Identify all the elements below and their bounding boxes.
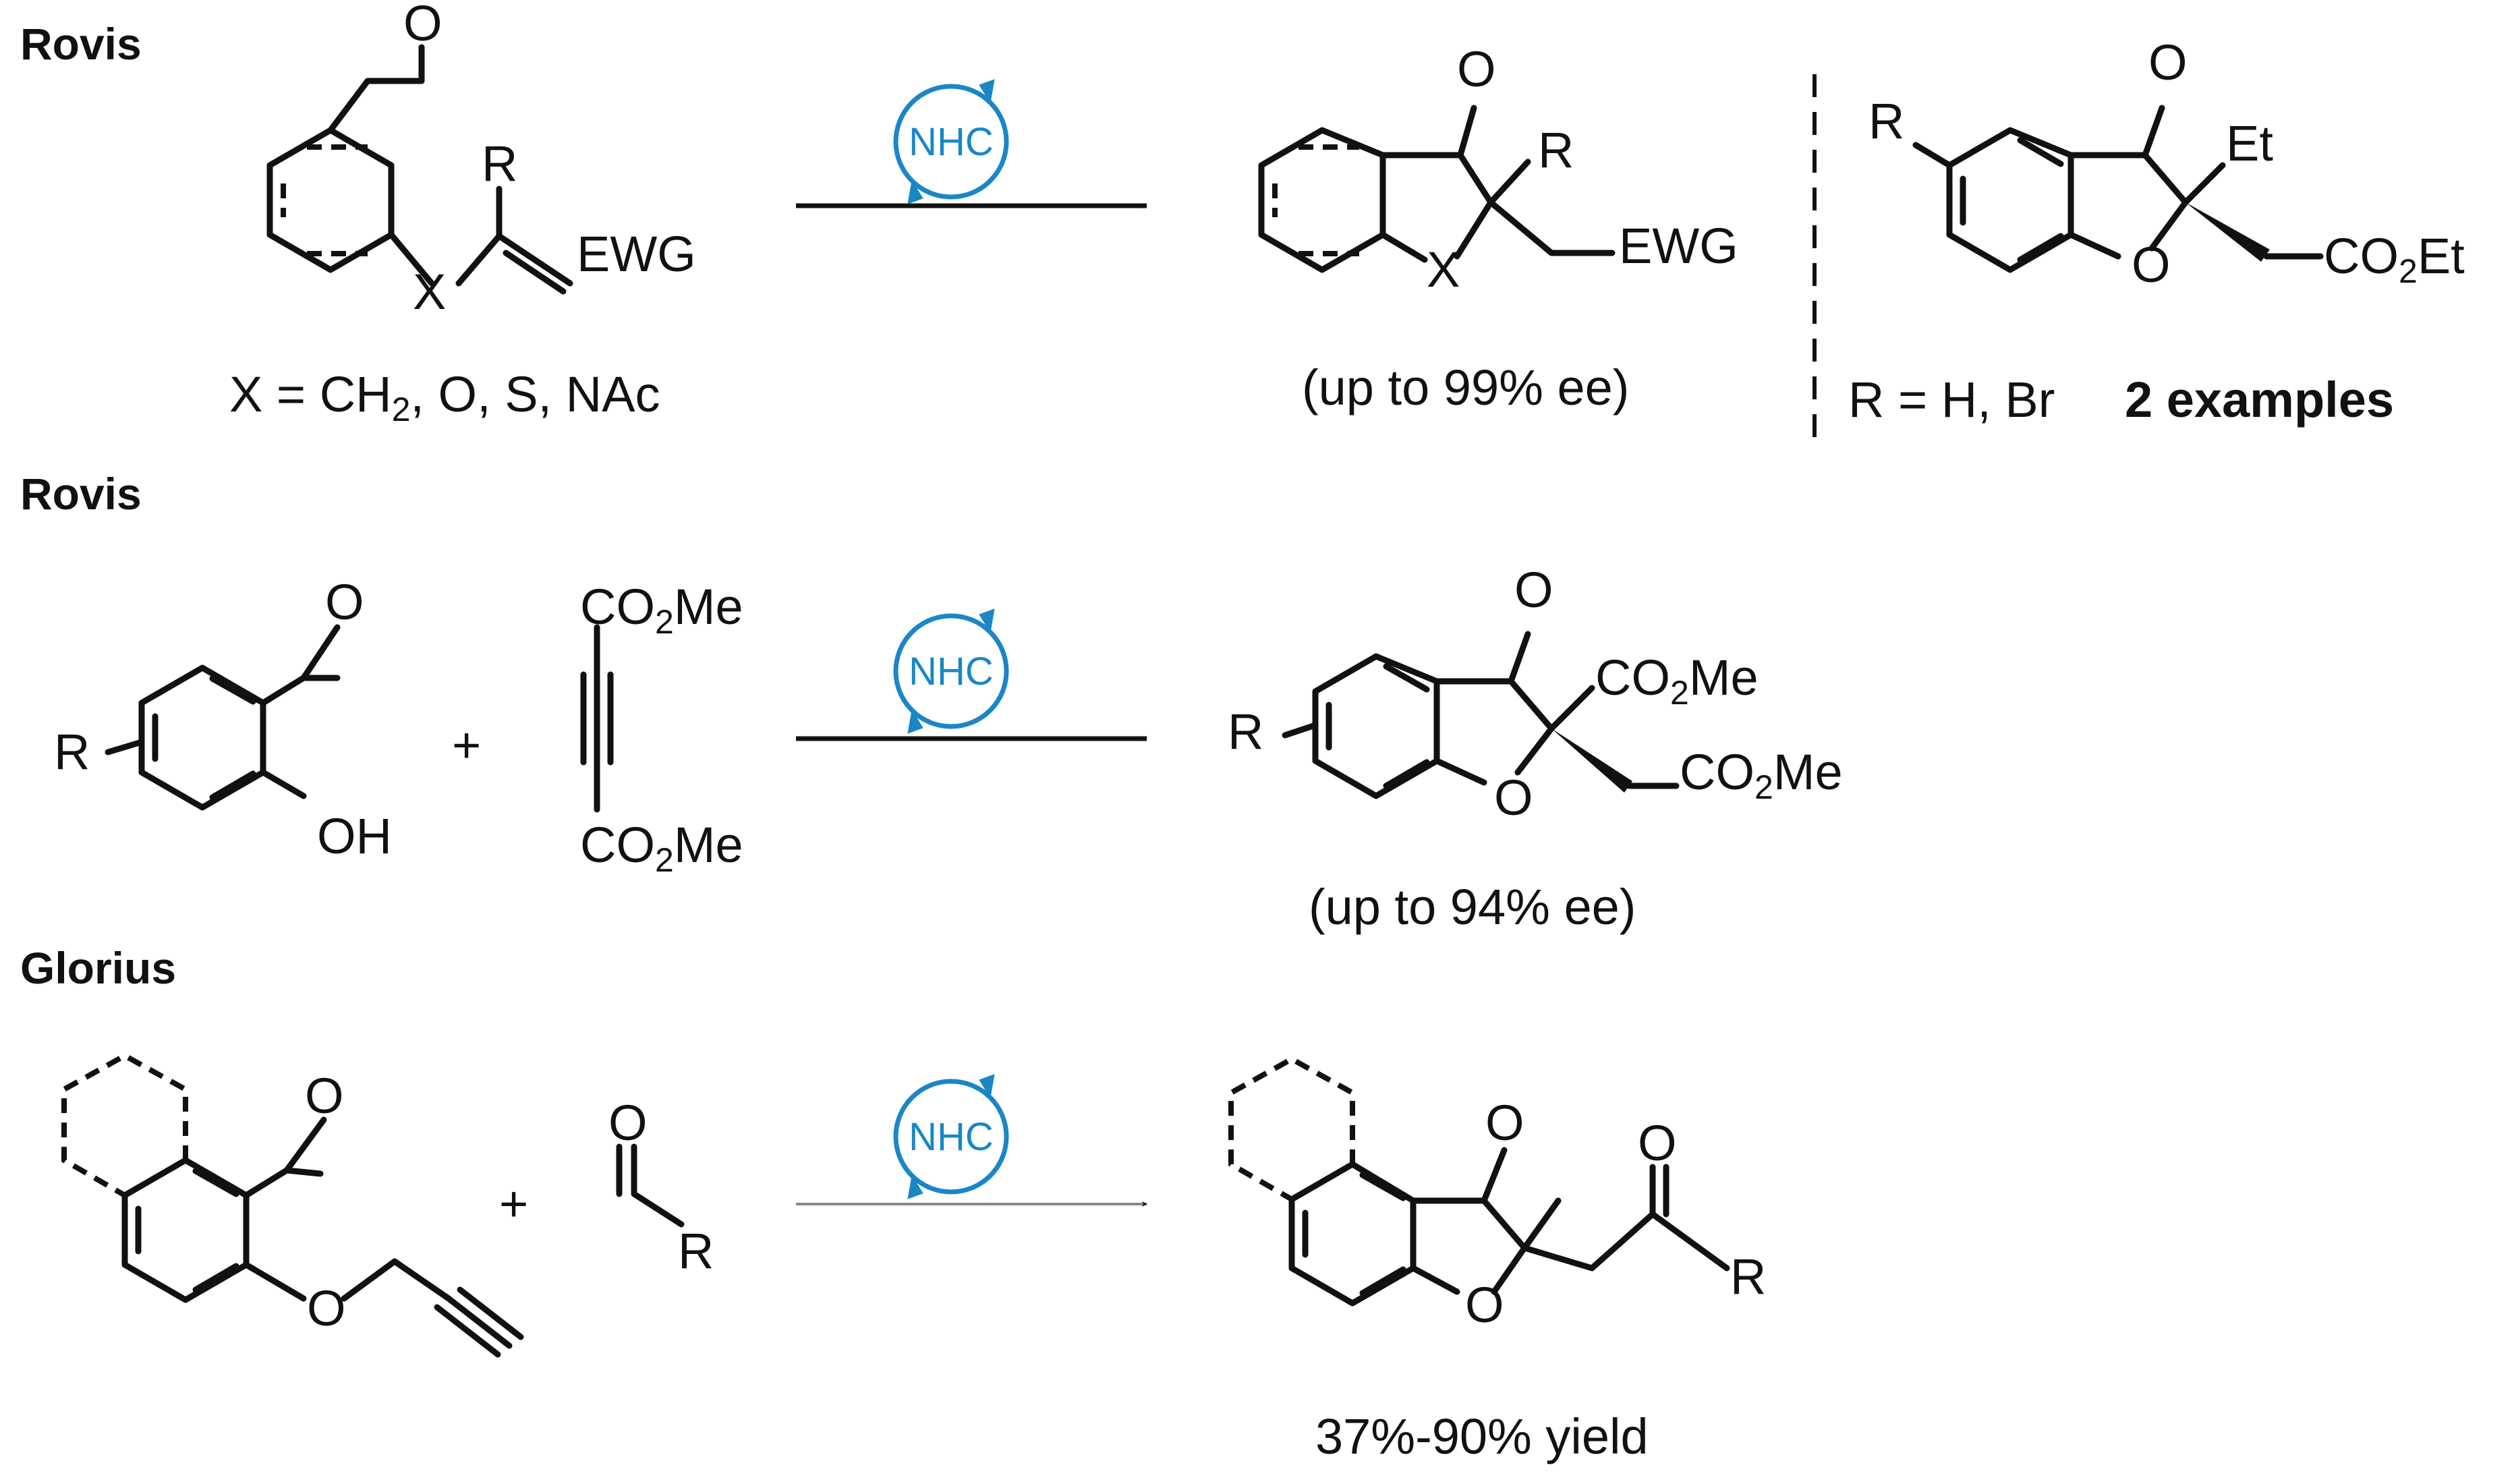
example-product: R O Et O CO2Et R = H, Br 2 examples bbox=[1848, 34, 2465, 428]
example-r-note: R = H, Br bbox=[1848, 372, 2055, 428]
product-1-ee-note: (up to 99% ee) bbox=[1302, 360, 1629, 416]
product-3-yield-note: 37%-90% yield bbox=[1315, 1408, 1649, 1464]
nhc-catalyst-label-3: NHC bbox=[909, 1115, 994, 1159]
reactant-1-r: R bbox=[482, 136, 517, 192]
product-1: O R X EWG (up to 99% ee) bbox=[1258, 41, 1738, 416]
product-2-ketone-o: O bbox=[1514, 562, 1553, 618]
product-3-side-o: O bbox=[1638, 1115, 1677, 1171]
nhc-catalyst-label-2: NHC bbox=[909, 650, 994, 693]
reactant-1: O X R EWG X = CH2, O, S, NAc bbox=[229, 0, 696, 428]
reactant-3a: O O bbox=[61, 1052, 524, 1358]
reactant-1-x-definition: X = CH2, O, S, NAc bbox=[229, 366, 660, 428]
reactant-3b-o: O bbox=[608, 1095, 648, 1151]
product-2-ee-note: (up to 94% ee) bbox=[1309, 879, 1636, 935]
product-2-r: R bbox=[1228, 704, 1263, 760]
reactant-2a-r: R bbox=[54, 724, 90, 780]
plus-sign-2: + bbox=[452, 717, 481, 773]
nhc-catalyst-label-1: NHC bbox=[909, 120, 994, 164]
product-1-ketone-o: O bbox=[1457, 41, 1496, 97]
plus-sign-3: + bbox=[499, 1176, 528, 1232]
product-2-ester-2: CO2Me bbox=[1680, 744, 1843, 806]
example-ring-o: O bbox=[2132, 237, 2171, 293]
reactant-3b-r: R bbox=[678, 1223, 714, 1279]
reactant-3a-ether-o: O bbox=[307, 1280, 346, 1336]
author-label-rovis-1: Rovis bbox=[20, 19, 142, 69]
reactant-2a-oh: OH bbox=[317, 808, 392, 864]
author-label-glorius: Glorius bbox=[20, 943, 176, 993]
reactant-3a-aldehyde-o: O bbox=[305, 1068, 344, 1124]
reactant-1-ewg: EWG bbox=[577, 226, 696, 282]
product-1-x: X bbox=[1427, 241, 1460, 297]
product-2-ring-o: O bbox=[1494, 770, 1533, 826]
product-2-ester-1: CO2Me bbox=[1595, 650, 1759, 712]
reactant-2b: CO2Me CO2Me bbox=[580, 579, 743, 879]
example-r: R bbox=[1868, 93, 1904, 149]
product-1-ewg: EWG bbox=[1619, 218, 1738, 274]
product-3-ring-o: O bbox=[1465, 1277, 1504, 1333]
product-3: O O O R 37%-90% yield bbox=[1228, 1056, 1766, 1464]
reactant-2a: O R OH bbox=[54, 574, 392, 864]
reactant-1-aldehyde-o: O bbox=[403, 0, 443, 51]
example-count: 2 examples bbox=[2125, 372, 2394, 428]
reactant-2b-top-ester: CO2Me bbox=[580, 579, 743, 641]
reactant-1-x: X bbox=[413, 264, 446, 320]
example-ester: CO2Et bbox=[2324, 228, 2465, 290]
example-et: Et bbox=[2226, 115, 2273, 171]
example-ketone-o: O bbox=[2148, 34, 2188, 90]
reactant-2b-bottom-ester: CO2Me bbox=[580, 817, 743, 879]
section-3: Glorius O O + O R bbox=[20, 943, 1766, 1464]
reactant-3b: O R bbox=[608, 1095, 714, 1279]
product-3-r: R bbox=[1730, 1249, 1766, 1305]
product-2: O O R CO2Me CO2Me (up to 94% ee) bbox=[1228, 562, 1843, 935]
product-3-ketone-o: O bbox=[1485, 1095, 1524, 1151]
section-2: Rovis O R OH + CO2Me CO2Me bbox=[20, 469, 1843, 935]
reactant-2a-aldehyde-o: O bbox=[325, 574, 364, 630]
product-1-r: R bbox=[1538, 122, 1574, 178]
author-label-rovis-2: Rovis bbox=[20, 469, 142, 519]
section-1: Rovis O X R EWG X = CH2, O, S, NAc NHC bbox=[20, 0, 2465, 438]
